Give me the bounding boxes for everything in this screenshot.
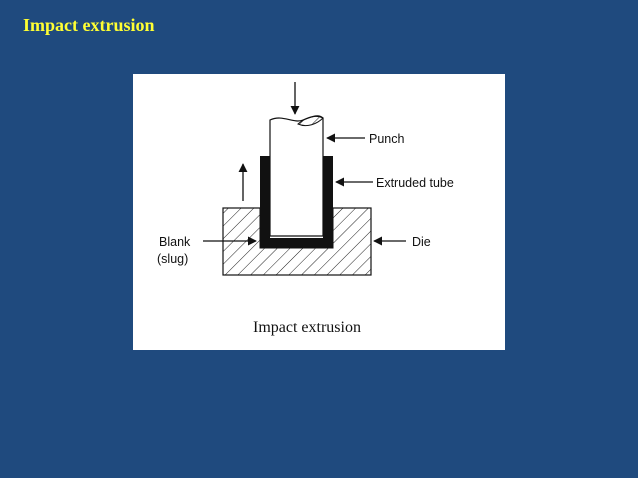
impact-extrusion-figure: Punch Extruded tube Die Blank (slug) Imp… [133,74,505,350]
punch [269,115,324,237]
slide-title: Impact extrusion [23,15,155,35]
blank-label: Blank [159,235,191,249]
extruded-tube [260,156,333,248]
punch-label: Punch [369,132,404,146]
impact-extrusion-diagram: Punch Extruded tube Die Blank (slug) Imp… [157,82,454,336]
slug-label: (slug) [157,252,188,266]
extruded-tube-label: Extruded tube [376,176,454,190]
figure-caption: Impact extrusion [253,319,361,336]
die-label: Die [412,235,431,249]
